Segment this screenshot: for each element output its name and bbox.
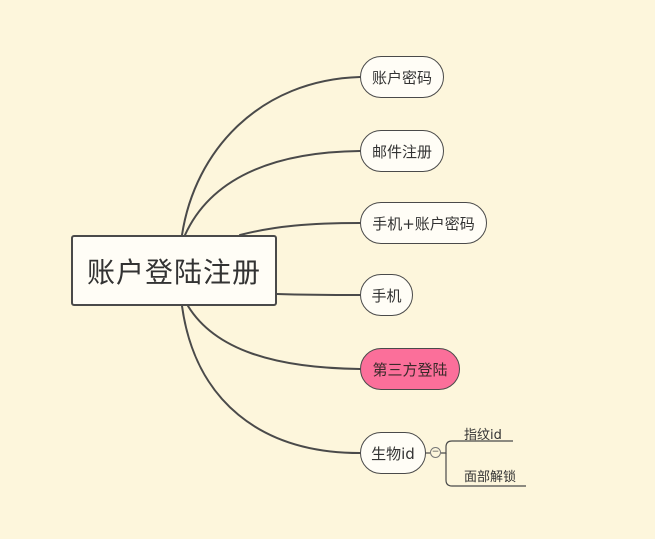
- edge-email-register: [184, 150, 361, 236]
- topic-phone-account-password[interactable]: 手机+账户密码: [360, 202, 487, 244]
- edge-biometric-id: [181, 305, 361, 454]
- topic-label: 手机: [371, 286, 402, 305]
- topic-label: 手机+账户密码: [372, 214, 475, 233]
- edge-account-password: [181, 76, 361, 236]
- collapse-toggle-symbol: −: [431, 447, 440, 457]
- topic-third-party-login[interactable]: 第三方登陆: [360, 348, 460, 390]
- subtopic-label: 指纹id: [464, 428, 502, 443]
- subtopic-fingerprint-id[interactable]: 指纹id: [464, 424, 502, 443]
- topic-label: 第三方登陆: [372, 360, 448, 379]
- topic-email-register[interactable]: 邮件注册: [360, 130, 444, 172]
- topic-biometric-id[interactable]: 生物id: [360, 432, 426, 474]
- topic-label: 邮件注册: [371, 142, 432, 161]
- edge-phone: [276, 293, 361, 296]
- subtopic-label: 面部解锁: [464, 470, 517, 485]
- topic-phone[interactable]: 手机: [360, 274, 413, 316]
- topic-account-password[interactable]: 账户密码: [360, 56, 444, 98]
- edge-subbranch-fingerprint: [441, 440, 513, 454]
- subtopic-face-unlock[interactable]: 面部解锁: [464, 466, 516, 485]
- root-topic-label: 账户登陆注册: [86, 255, 261, 289]
- edge-phone-account-password: [239, 222, 361, 236]
- edge-third-party-login: [187, 305, 361, 370]
- edge-subbranch-face-unlock: [445, 453, 526, 487]
- topic-label: 账户密码: [371, 68, 432, 87]
- collapse-toggle-icon[interactable]: −: [430, 447, 441, 458]
- topic-label: 生物id: [371, 444, 415, 463]
- root-topic-account-login-register[interactable]: 账户登陆注册: [71, 235, 277, 306]
